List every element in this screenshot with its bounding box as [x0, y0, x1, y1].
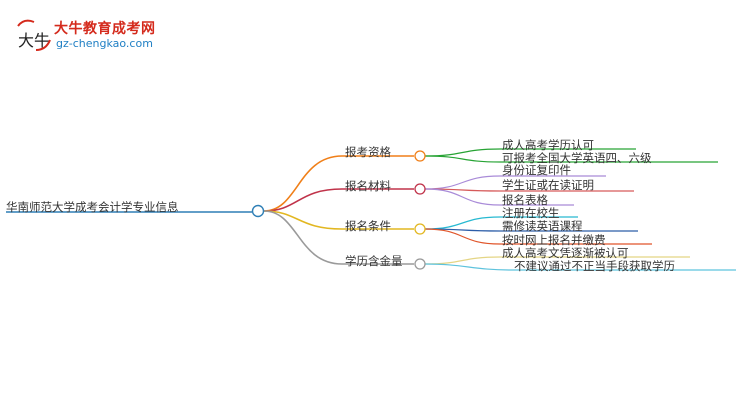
- root-branch-connector: [263, 210, 343, 265]
- branch-leaf-connector: [424, 148, 501, 157]
- branch-label-qualification: 报考资格: [345, 145, 391, 159]
- leaf-label: 注册在校生: [502, 206, 560, 220]
- branch-leaf-connector: [424, 155, 501, 163]
- mind-map-nodes: [251, 150, 426, 270]
- logo-url: gz-chengkao.com: [56, 37, 153, 50]
- leaf-label: 学生证或在读证明: [502, 178, 594, 192]
- leaf-label: 报名表格: [502, 193, 548, 207]
- leaf-label: 成人高考学历认可: [502, 138, 594, 152]
- branch-leaf-connector: [424, 175, 501, 190]
- leaf-label: 按时网上报名并缴费: [502, 233, 606, 247]
- branch-leaf-connector: [424, 228, 501, 245]
- leaf-label: 可报考全国大学英语四、六级: [502, 151, 652, 165]
- leaf-label: 身份证复印件: [502, 163, 571, 177]
- branch-node: [414, 150, 426, 162]
- branch-leaf-connector: [424, 256, 501, 265]
- bull-logo-icon: 大牛: [17, 19, 51, 51]
- branch-leaf-connector: [424, 188, 501, 206]
- branch-label-value: 学历含金量: [345, 254, 403, 268]
- leaf-label: 不建议通过不正当手段获取学历: [514, 259, 675, 273]
- leaf-label: 成人高考文凭逐渐被认可: [502, 246, 629, 260]
- logo-brand-name: 大牛教育成考网: [54, 21, 156, 37]
- site-logo[interactable]: 大牛 大牛教育成考网 gz-chengkao.com: [14, 16, 164, 56]
- root-topic-label: 华南师范大学成考会计学专业信息: [6, 200, 179, 214]
- root-branch-connector: [263, 155, 343, 212]
- root-branch-connector: [263, 188, 343, 212]
- branch-node: [414, 223, 426, 235]
- branch-node: [414, 258, 426, 270]
- mind-map-connectors: [6, 148, 736, 271]
- leaf-label: 需修读英语课程: [502, 219, 583, 233]
- root-branch-connector: [263, 210, 343, 230]
- branch-label-conditions: 报名条件: [345, 219, 391, 233]
- branch-label-materials: 报名材料: [345, 179, 391, 193]
- branch-node: [414, 183, 426, 195]
- branch-leaf-connector: [424, 216, 501, 230]
- branch-leaf-connector: [424, 263, 513, 271]
- logo-mark-text: 大牛: [18, 31, 50, 50]
- root-node: [251, 204, 265, 218]
